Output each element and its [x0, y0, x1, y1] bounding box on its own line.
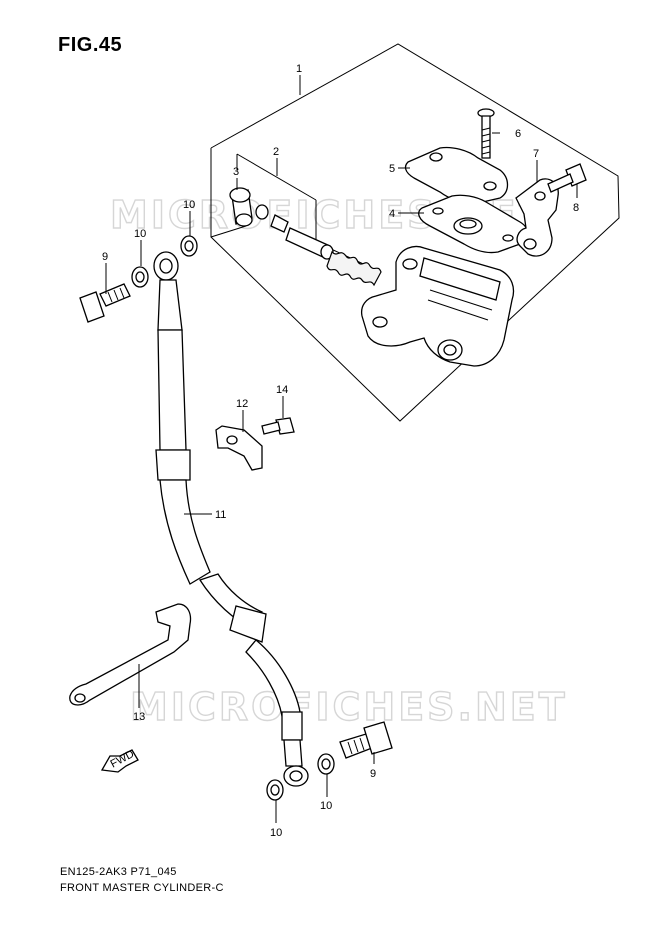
part-washer-upper-right[interactable]: [180, 235, 198, 257]
part-master-cylinder-body[interactable]: [360, 245, 515, 367]
callout-4: 4: [389, 208, 395, 220]
part-diaphragm[interactable]: [418, 194, 529, 254]
callout-10-lower-left: 10: [270, 827, 282, 839]
callout-7: 7: [533, 148, 539, 160]
part-union-bolt-upper[interactable]: [79, 283, 131, 323]
part-clamp[interactable]: [215, 425, 263, 471]
callout-13: 13: [133, 711, 145, 723]
callout-9-lower: 9: [370, 768, 376, 780]
part-bolt-14[interactable]: [261, 417, 295, 435]
assembly-frame: [210, 43, 620, 422]
callout-10-lower-right: 10: [320, 800, 332, 812]
callout-10-upper-left: 10: [134, 228, 146, 240]
part-washer-upper-left[interactable]: [131, 266, 149, 288]
part-union-bolt-lower[interactable]: [339, 721, 393, 759]
leader-lines: [105, 75, 578, 823]
callout-12: 12: [236, 398, 248, 410]
part-bolt-8[interactable]: [547, 163, 587, 193]
fwd-direction-arrow: FWD: [100, 748, 139, 773]
part-brake-hose[interactable]: [153, 251, 309, 787]
callout-10-upper-right: 10: [183, 199, 195, 211]
part-bracket[interactable]: [69, 603, 192, 706]
callout-8: 8: [573, 202, 579, 214]
callout-5: 5: [389, 163, 395, 175]
footer-figure-code: EN125-2AK3 P71_045: [60, 866, 177, 878]
part-washer-lower-left[interactable]: [266, 779, 284, 801]
callout-11: 11: [215, 509, 226, 521]
callout-3: 3: [233, 166, 239, 178]
callout-2: 2: [273, 146, 279, 158]
watermark-lower: MICROFICHES.NET: [130, 685, 568, 729]
callout-9-upper: 9: [102, 251, 108, 263]
part-piston-set[interactable]: [236, 153, 382, 287]
footer-figure-name: FRONT MASTER CYLINDER-C: [60, 882, 224, 894]
callout-14: 14: [276, 384, 288, 396]
part-screw-6[interactable]: [477, 108, 495, 159]
part-boot[interactable]: [229, 187, 253, 227]
callout-1: 1: [296, 63, 302, 75]
part-washer-lower-right[interactable]: [317, 753, 335, 775]
figure-title: FIG.45: [58, 34, 123, 56]
callout-labels: 1 2 3 4 5 6 7 8 9 10 10 11 12 13 14 9 10…: [102, 63, 579, 839]
part-reservoir-cap[interactable]: [404, 146, 509, 205]
callout-6: 6: [515, 128, 521, 140]
